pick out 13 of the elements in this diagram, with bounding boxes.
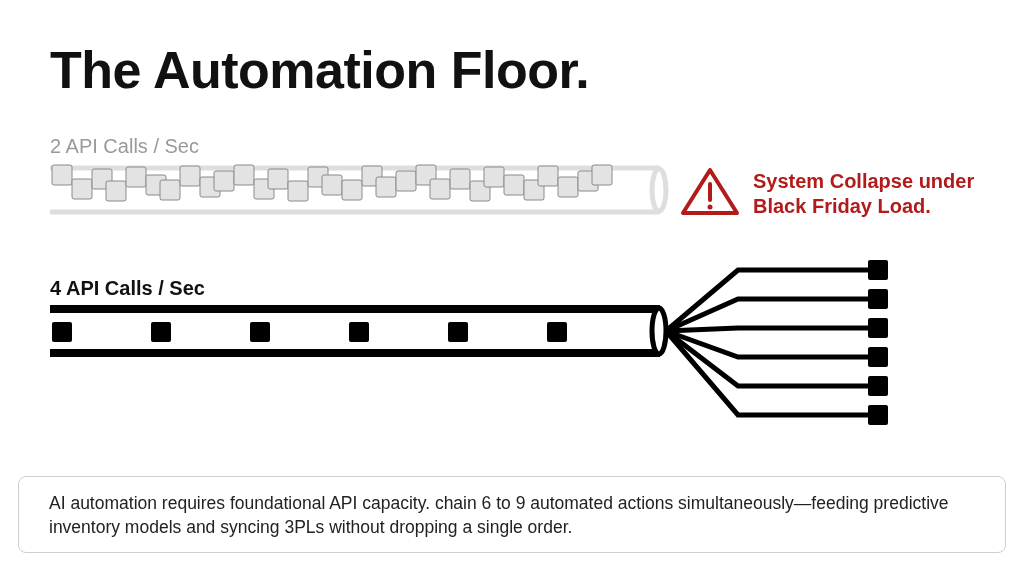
terminal-block xyxy=(868,347,888,367)
rate-label: 4 API Calls / Sec xyxy=(50,277,205,300)
terminal-block xyxy=(868,376,888,396)
terminal-block xyxy=(868,260,888,280)
warning-text: System Collapse under Black Friday Load. xyxy=(753,169,976,219)
title: The Automation Floor. xyxy=(50,40,590,100)
callout-box xyxy=(18,476,1006,553)
terminal-block xyxy=(868,289,888,309)
terminal-block xyxy=(868,318,888,338)
pipe-drawing xyxy=(48,302,671,360)
terminal-block xyxy=(868,405,888,425)
callout-text: AI automation requires foundational API capacity. chain 6 to 9 automated actions simultaneously—feeding predictive inventory models and syncing 3PLs without dropping a single order. xyxy=(49,492,950,539)
rate-label: 2 API Calls / Sec xyxy=(50,135,199,158)
